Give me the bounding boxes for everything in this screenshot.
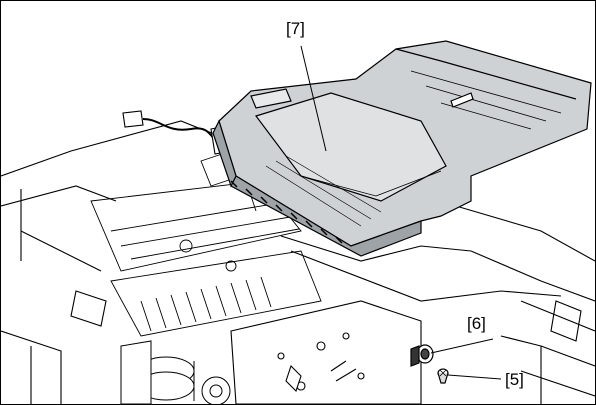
output-tray bbox=[212, 40, 592, 257]
screw-part bbox=[437, 368, 449, 384]
side-frame-plate bbox=[230, 300, 422, 404]
machine-body-outline bbox=[1, 120, 595, 404]
leader-line-5 bbox=[447, 374, 502, 380]
leader-line-7 bbox=[300, 45, 327, 152]
callout-label-5: [5] bbox=[505, 370, 524, 389]
callout-label-7: [7] bbox=[286, 19, 305, 38]
leader-line-6 bbox=[430, 338, 494, 354]
bushing-part bbox=[410, 344, 434, 367]
callout-label-6: [6] bbox=[467, 314, 486, 333]
drive-gears bbox=[120, 340, 231, 404]
leader-lines bbox=[300, 45, 502, 380]
